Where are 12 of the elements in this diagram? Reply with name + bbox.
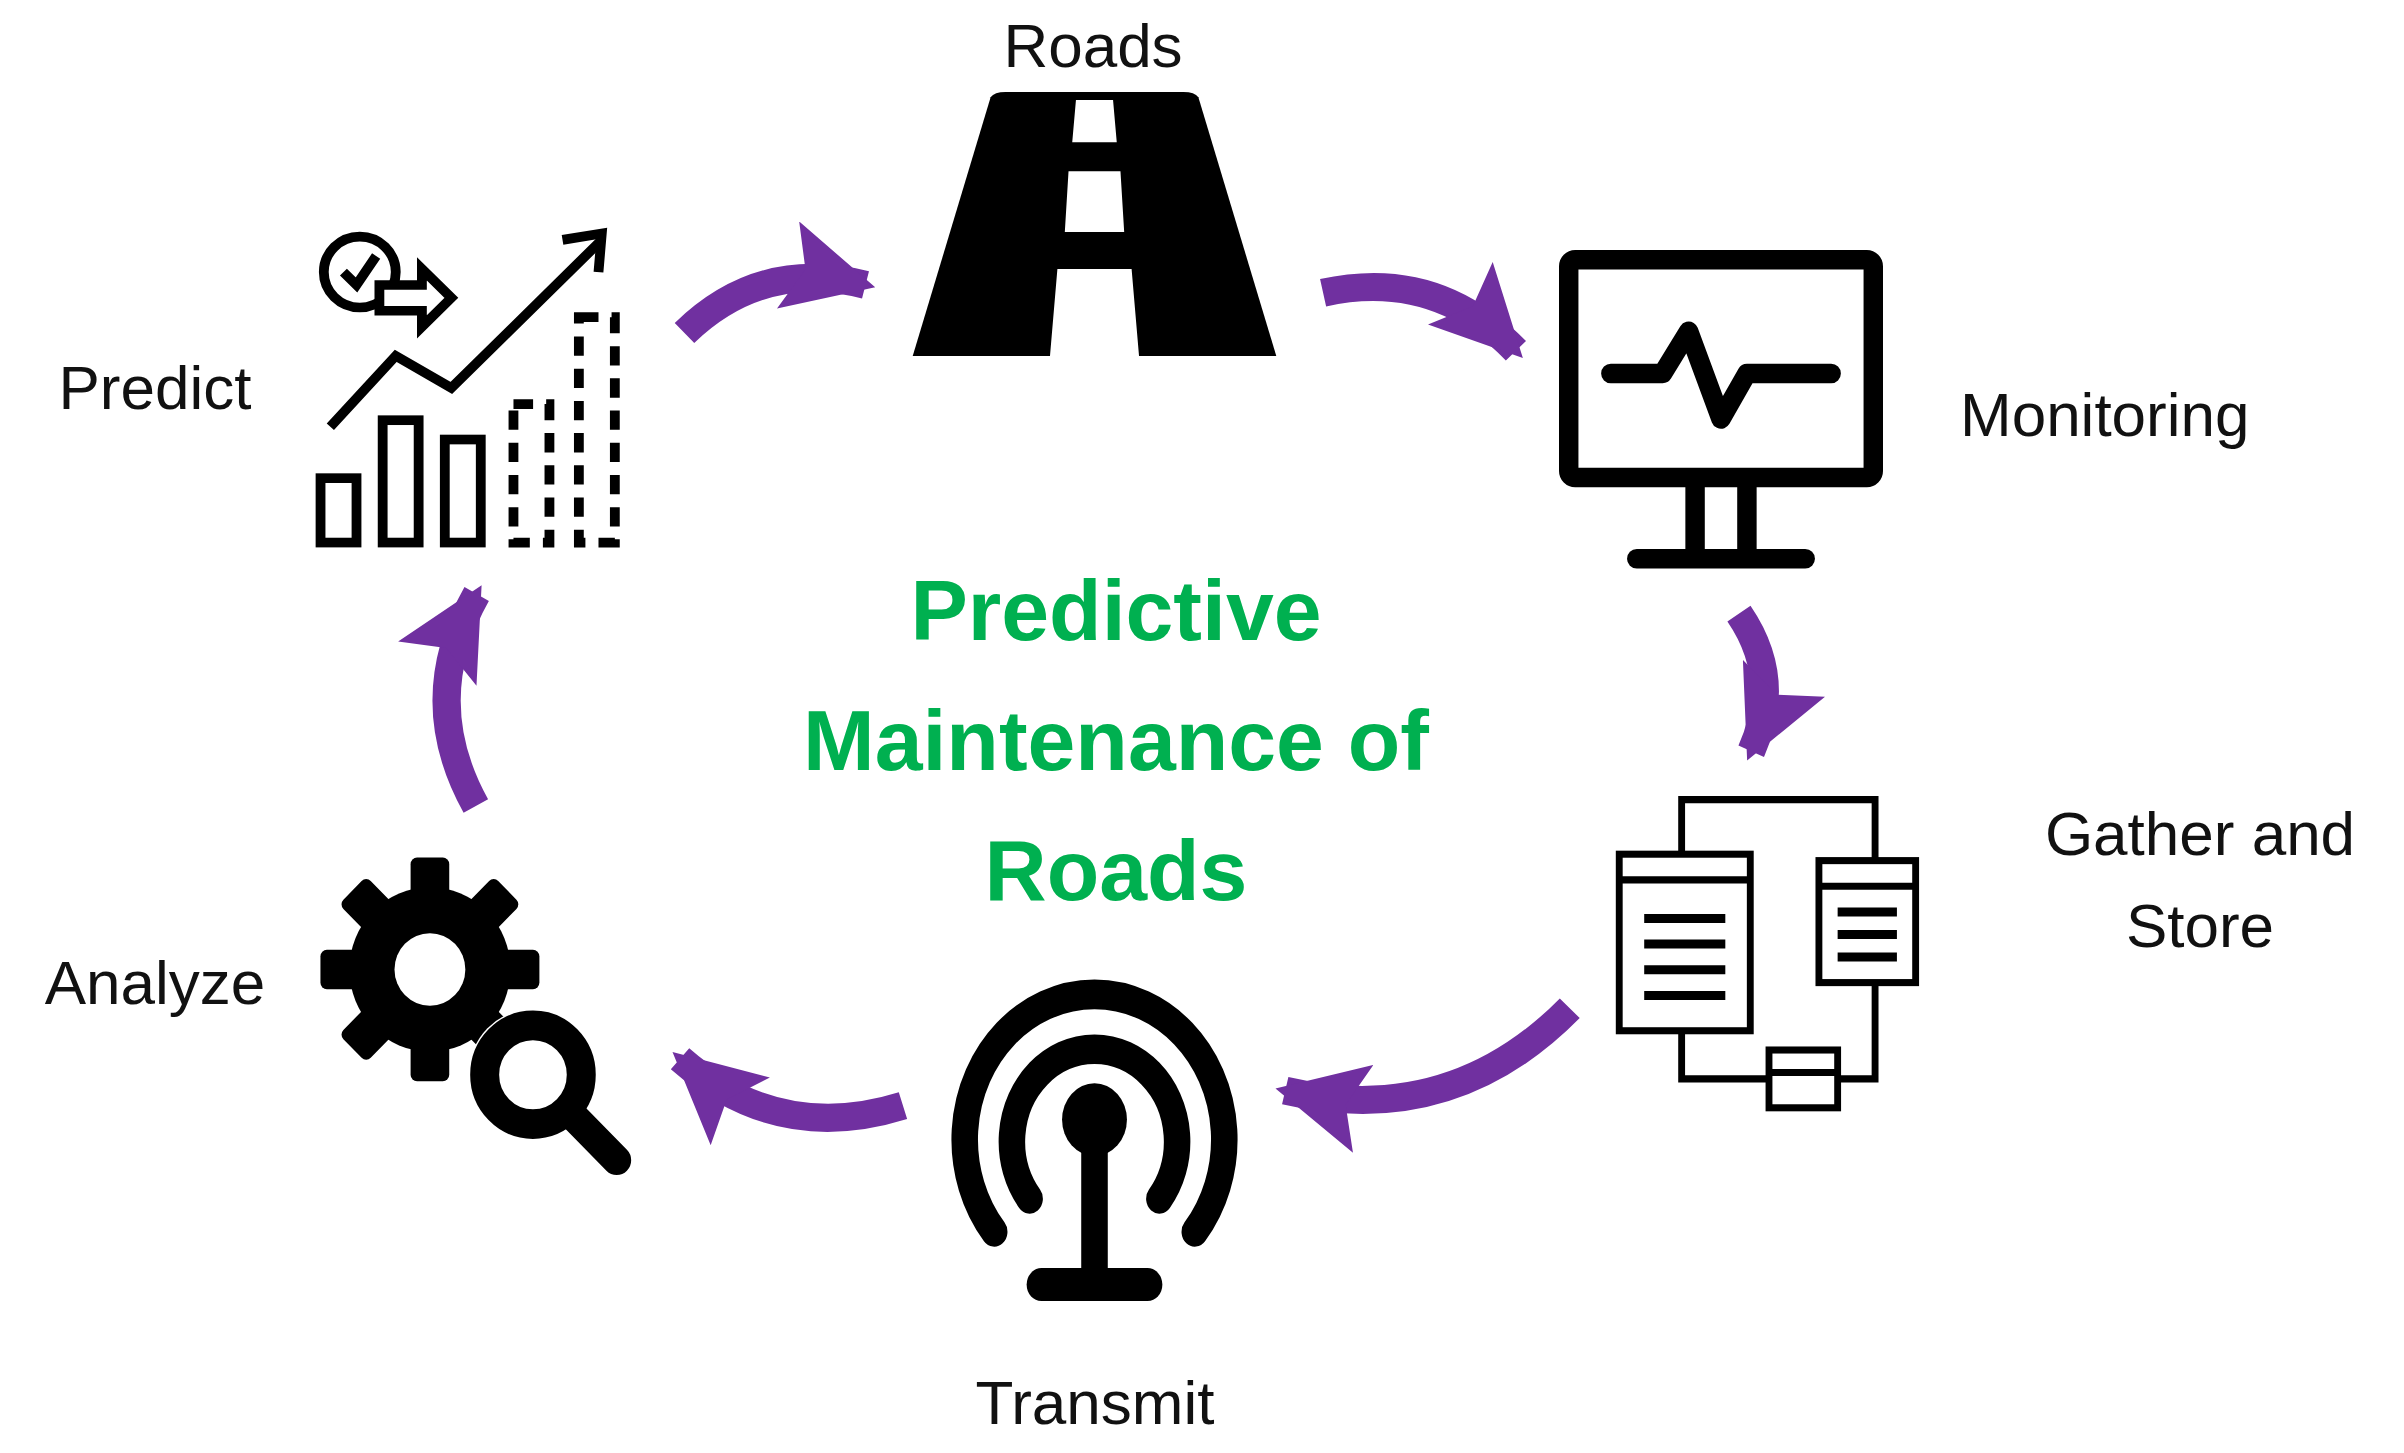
node-label: Gather and Store	[2043, 798, 2357, 962]
curved-arrow	[1275, 998, 1580, 1151]
curved-arrow	[399, 585, 490, 813]
node-label: Predict	[57, 351, 253, 424]
diagram-title: Predictive Maintenance of Roads	[802, 561, 1430, 920]
curved-arrow	[675, 223, 876, 344]
node-label: Monitoring	[1960, 379, 2251, 451]
curved-arrow	[671, 1047, 907, 1145]
node-label: Roads	[1002, 10, 1184, 82]
node-label: Transmit	[974, 1366, 1216, 1439]
node-label: Analyze	[43, 946, 267, 1019]
curved-arrow	[1320, 262, 1526, 361]
